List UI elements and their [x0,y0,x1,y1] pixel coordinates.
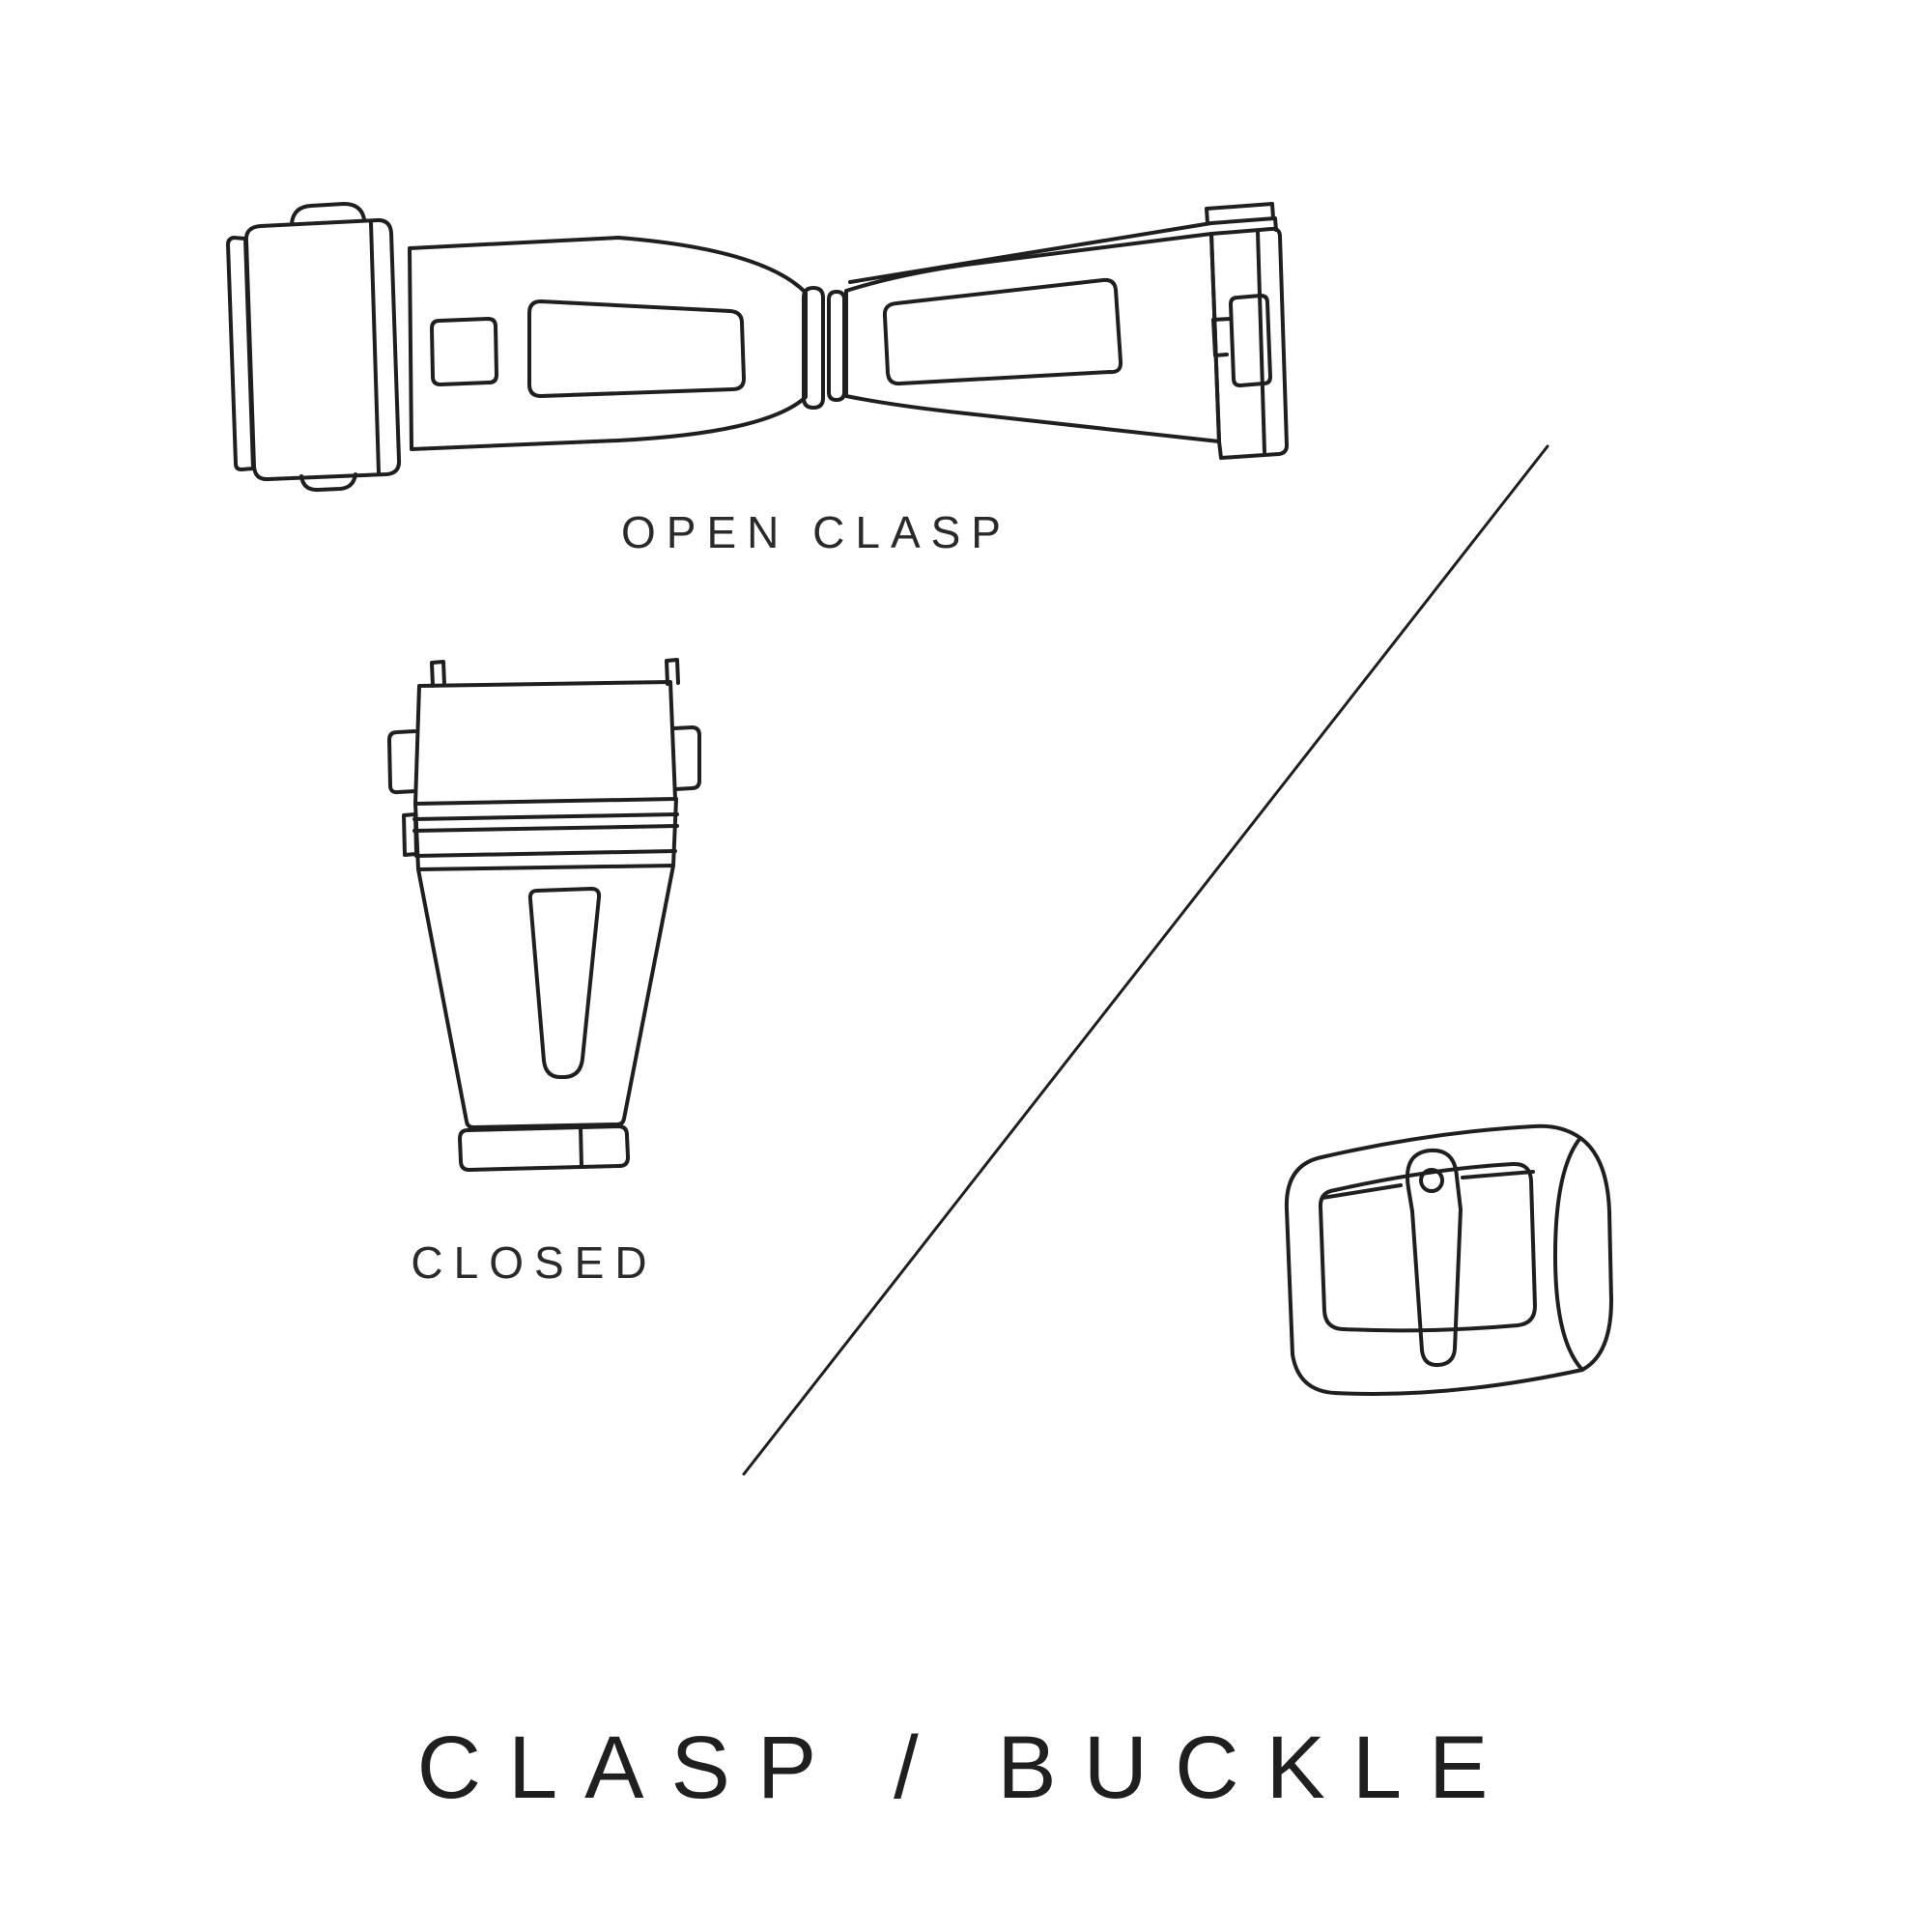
divider-line [742,444,1549,1476]
buckle-illustration [1284,1123,1613,1396]
open-clasp-label: OPEN CLASP [621,507,1011,557]
closed-clasp-label: CLOSED [411,1237,658,1288]
closed-clasp-illustration [387,658,701,1172]
page-title: CLASP / BUCKLE [416,1719,1516,1817]
open-clasp-illustration [226,202,1289,493]
